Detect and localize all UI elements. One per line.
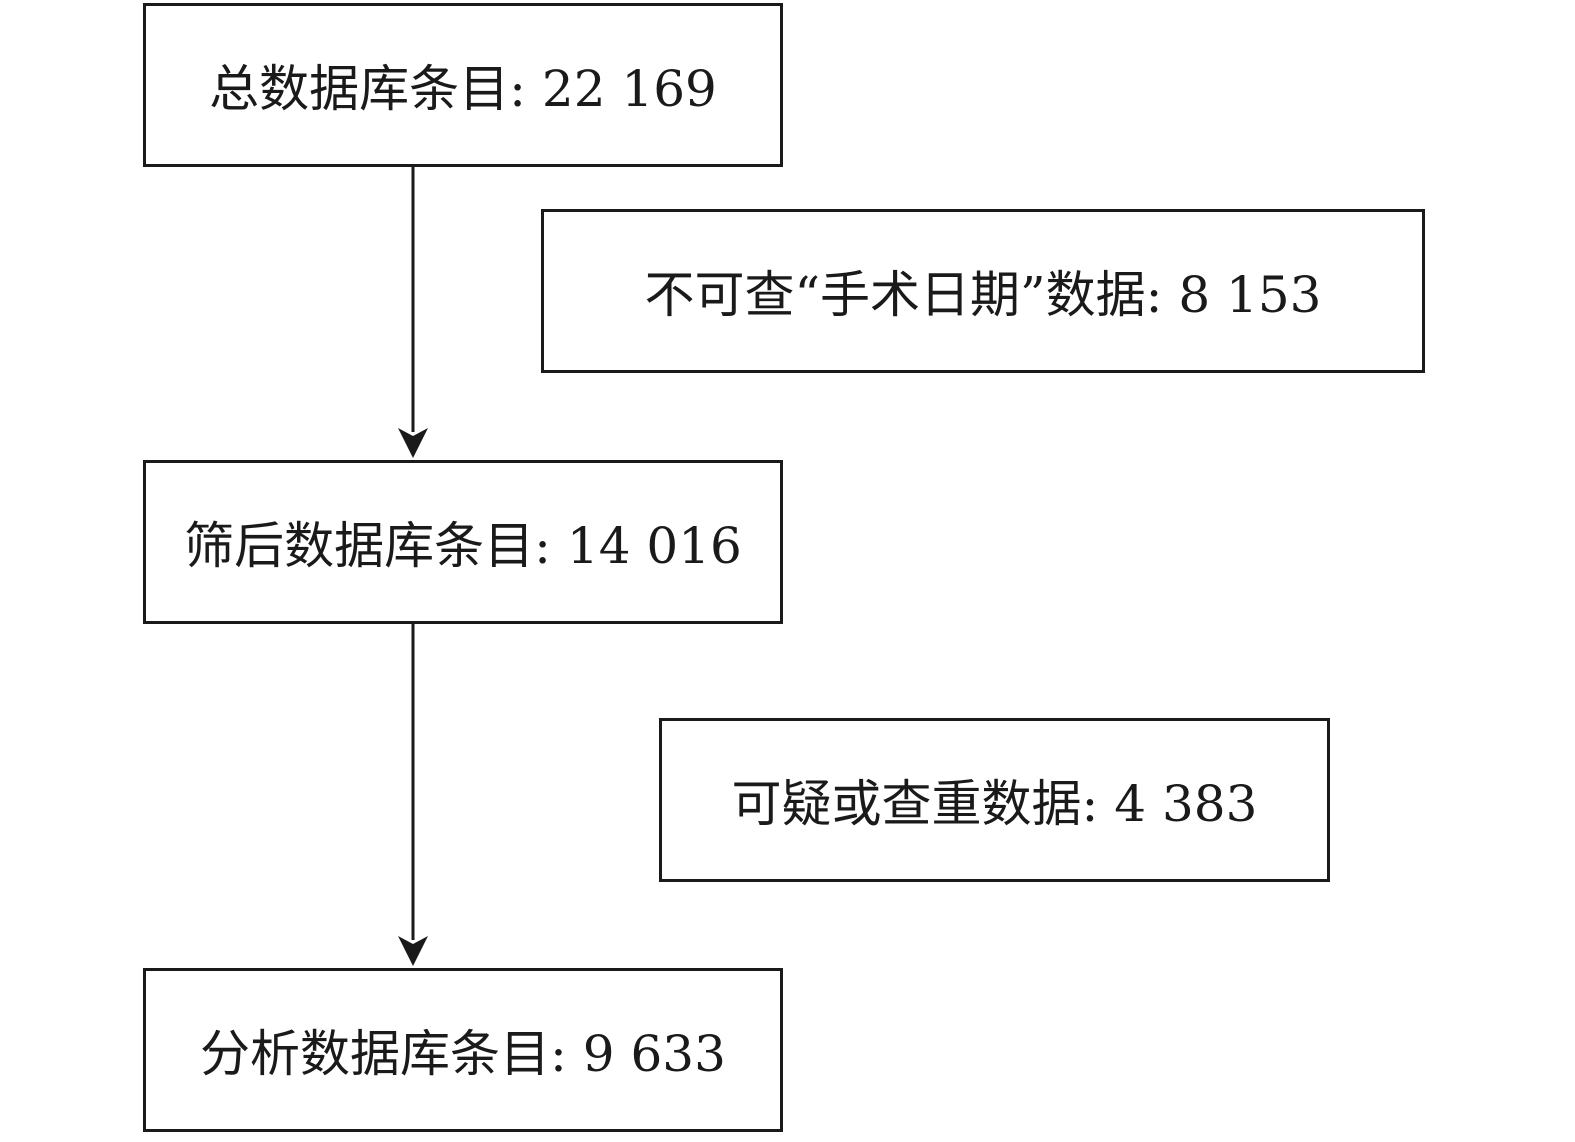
- suspicious-duplicate-label: 可疑或查重数据: 4 383: [731, 775, 1258, 833]
- excluded-no-surgery-date-box: 不可查“手术日期”数据: 8 153: [541, 209, 1425, 373]
- analysis-entries-box: 分析数据库条目: 9 633: [143, 968, 783, 1132]
- arrow-filtered-to-analysis: [398, 624, 428, 966]
- excluded-no-surgery-date-label: 不可查“手术日期”数据: 8 153: [644, 266, 1322, 324]
- suspicious-duplicate-box: 可疑或查重数据: 4 383: [659, 718, 1330, 882]
- total-entries-label: 总数据库条目: 22 169: [209, 60, 717, 118]
- filtered-entries-label: 筛后数据库条目: 14 016: [184, 517, 742, 575]
- total-entries-box: 总数据库条目: 22 169: [143, 3, 783, 167]
- filtered-entries-box: 筛后数据库条目: 14 016: [143, 460, 783, 624]
- analysis-entries-label: 分析数据库条目: 9 633: [200, 1025, 726, 1083]
- arrow-total-to-filtered: [398, 167, 428, 458]
